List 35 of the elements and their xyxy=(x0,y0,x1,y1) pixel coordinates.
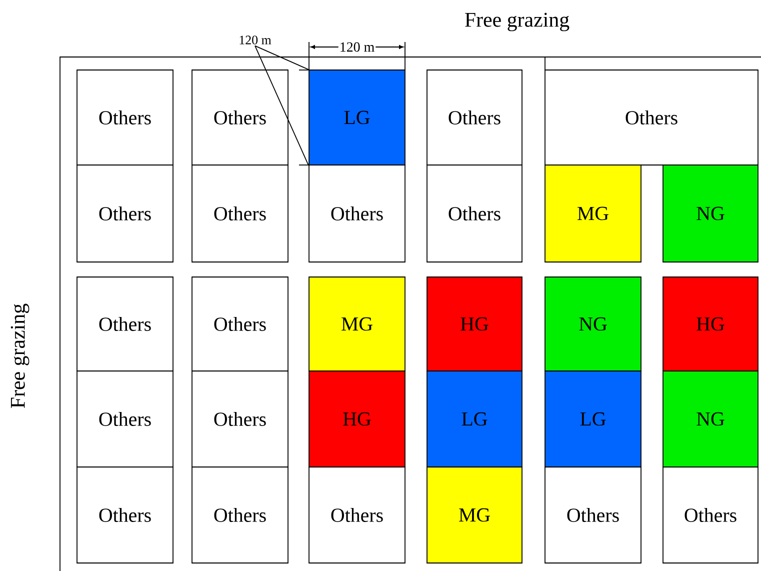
leader-line xyxy=(254,45,309,166)
dimension-label: 120 m xyxy=(240,36,272,44)
plot-box: Others xyxy=(426,164,522,262)
plot-box: Others xyxy=(76,70,174,166)
plot-box: MG xyxy=(308,276,406,372)
plot-box: Others xyxy=(308,164,406,262)
plot-box: Others xyxy=(544,466,642,564)
plot-box: LG xyxy=(308,70,406,166)
plot-box: Others xyxy=(544,70,758,166)
plot-box: Others xyxy=(192,164,288,262)
plot-box: Others xyxy=(308,466,406,564)
plot-box: HG xyxy=(662,276,758,372)
axis-label: Free grazing xyxy=(465,12,570,32)
plot-box: NG xyxy=(662,370,758,468)
plot-box: HG xyxy=(426,276,522,372)
plot-box: MG xyxy=(426,466,522,564)
plot-box: NG xyxy=(544,276,642,372)
plot-box: Others xyxy=(76,276,174,372)
plot-box: Others xyxy=(426,70,522,166)
plot-box: Others xyxy=(76,466,174,564)
plot-box: MG xyxy=(544,164,642,262)
plot-box: Others xyxy=(192,276,288,372)
plot-box: Others xyxy=(192,466,288,564)
plot-box: LG xyxy=(426,370,522,468)
plot-box: Others xyxy=(192,370,288,468)
leader-line xyxy=(254,45,309,70)
plot-box: Others xyxy=(662,466,758,564)
plot-box: NG xyxy=(662,164,758,262)
plot-box: Others xyxy=(76,370,174,468)
plot-box: Others xyxy=(192,70,288,166)
plot-box: LG xyxy=(544,370,642,468)
axis-label: Free grazing xyxy=(10,304,30,408)
plot-box: Others xyxy=(76,164,174,262)
plot-box: HG xyxy=(308,370,406,468)
dimension-label: 120 m xyxy=(338,41,376,53)
